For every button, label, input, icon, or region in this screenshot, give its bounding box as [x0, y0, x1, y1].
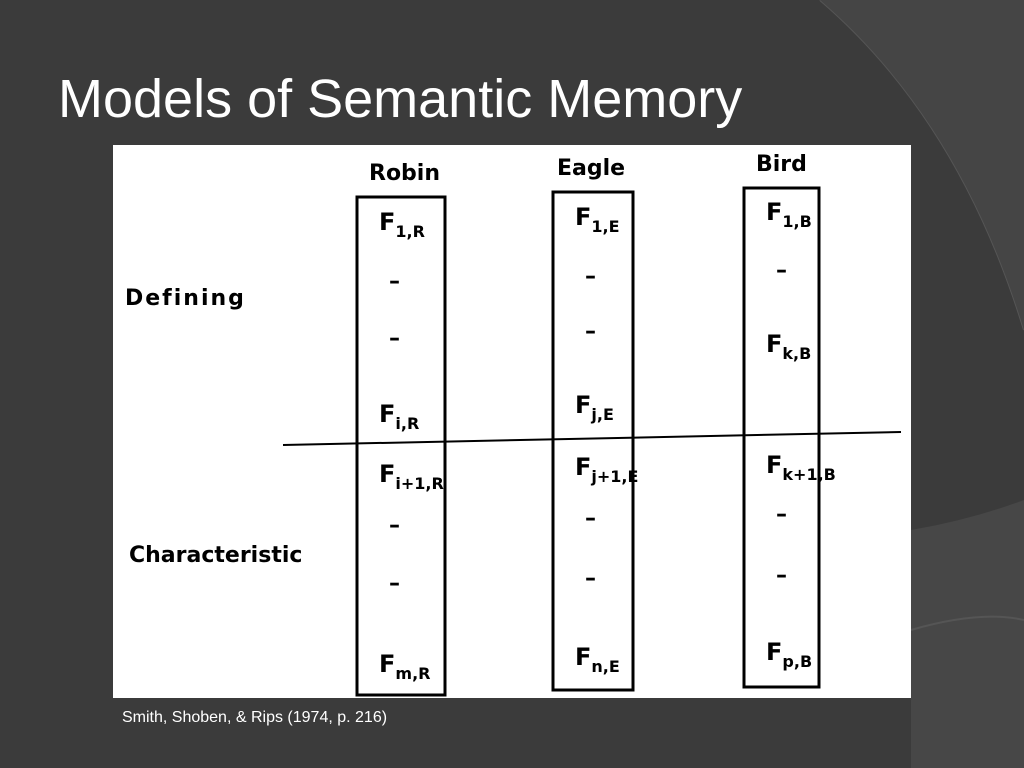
feature-dash-eagle-defining-1: –: [585, 264, 596, 289]
column-header-robin: Robin: [369, 161, 440, 186]
feature-letter: F: [766, 198, 782, 226]
feature-letter: F: [575, 391, 591, 419]
feature-subscript: 1,B: [782, 212, 811, 231]
feature-letter: F: [766, 451, 782, 479]
feature-dash-robin-characteristic-1: –: [389, 513, 400, 538]
feature-dash-bird-characteristic-1: –: [776, 502, 787, 527]
feature-dash-robin-defining-2: –: [389, 326, 400, 351]
feature-eagle-defining-3: Fj,E: [575, 391, 614, 424]
feature-subscript: p,B: [782, 652, 812, 671]
feature-subscript: j+1,E: [590, 467, 638, 486]
row-label-characteristic: Characteristic: [129, 543, 302, 568]
feature-dash-robin-defining-1: –: [389, 269, 400, 294]
feature-eagle-characteristic-3: Fn,E: [575, 643, 620, 676]
feature-bird-characteristic-0: Fk+1,B: [766, 451, 836, 484]
citation-caption: Smith, Shoben, & Rips (1974, p. 216): [122, 709, 388, 726]
column-header-bird: Bird: [756, 152, 807, 177]
feature-letter: F: [379, 400, 395, 428]
feature-subscript: i+1,R: [395, 474, 443, 493]
column-box-eagle: [551, 190, 635, 692]
feature-dash-bird-characteristic-2: –: [776, 563, 787, 588]
row-label-defining: Defining: [125, 286, 246, 311]
feature-letter: F: [575, 203, 591, 231]
feature-dash-eagle-defining-2: –: [585, 319, 596, 344]
feature-bird-defining-2: Fk,B: [766, 330, 811, 363]
feature-letter: F: [379, 650, 395, 678]
column-header-eagle: Eagle: [557, 156, 625, 181]
feature-subscript: m,R: [395, 664, 430, 683]
feature-robin-characteristic-3: Fm,R: [379, 650, 430, 683]
feature-letter: F: [575, 453, 591, 481]
feature-subscript: 1,E: [591, 217, 619, 236]
feature-letter: F: [766, 330, 782, 358]
feature-subscript: 1,R: [395, 222, 425, 241]
feature-robin-defining-0: F1,R: [379, 208, 425, 241]
feature-letter: F: [766, 638, 782, 666]
feature-bird-defining-0: F1,B: [766, 198, 812, 231]
feature-robin-characteristic-0: Fi+1,R: [379, 460, 444, 493]
feature-robin-defining-3: Fi,R: [379, 400, 419, 433]
feature-dash-bird-defining-1: –: [776, 258, 787, 283]
feature-letter: F: [379, 460, 395, 488]
slide-title: Models of Semantic Memory: [58, 69, 743, 129]
feature-letter: F: [379, 208, 395, 236]
feature-subscript: k,B: [782, 344, 811, 363]
feature-letter: F: [575, 643, 591, 671]
feature-subscript: k+1,B: [782, 465, 835, 484]
feature-eagle-defining-0: F1,E: [575, 203, 620, 236]
feature-bird-characteristic-3: Fp,B: [766, 638, 812, 671]
feature-dash-eagle-characteristic-1: –: [585, 506, 596, 531]
feature-dash-eagle-characteristic-2: –: [585, 566, 596, 591]
column-box-bird: [742, 186, 821, 689]
feature-subscript: i,R: [395, 414, 419, 433]
feature-diagram-svg: DefiningCharacteristicRobinF1,R––Fi,RFi+…: [125, 152, 902, 697]
feature-subscript: j,E: [590, 405, 614, 424]
feature-dash-robin-characteristic-2: –: [389, 571, 400, 596]
feature-subscript: n,E: [591, 657, 619, 676]
feature-eagle-characteristic-0: Fj+1,E: [575, 453, 638, 486]
column-box-robin: [355, 195, 447, 697]
section-divider-line: [282, 431, 902, 446]
